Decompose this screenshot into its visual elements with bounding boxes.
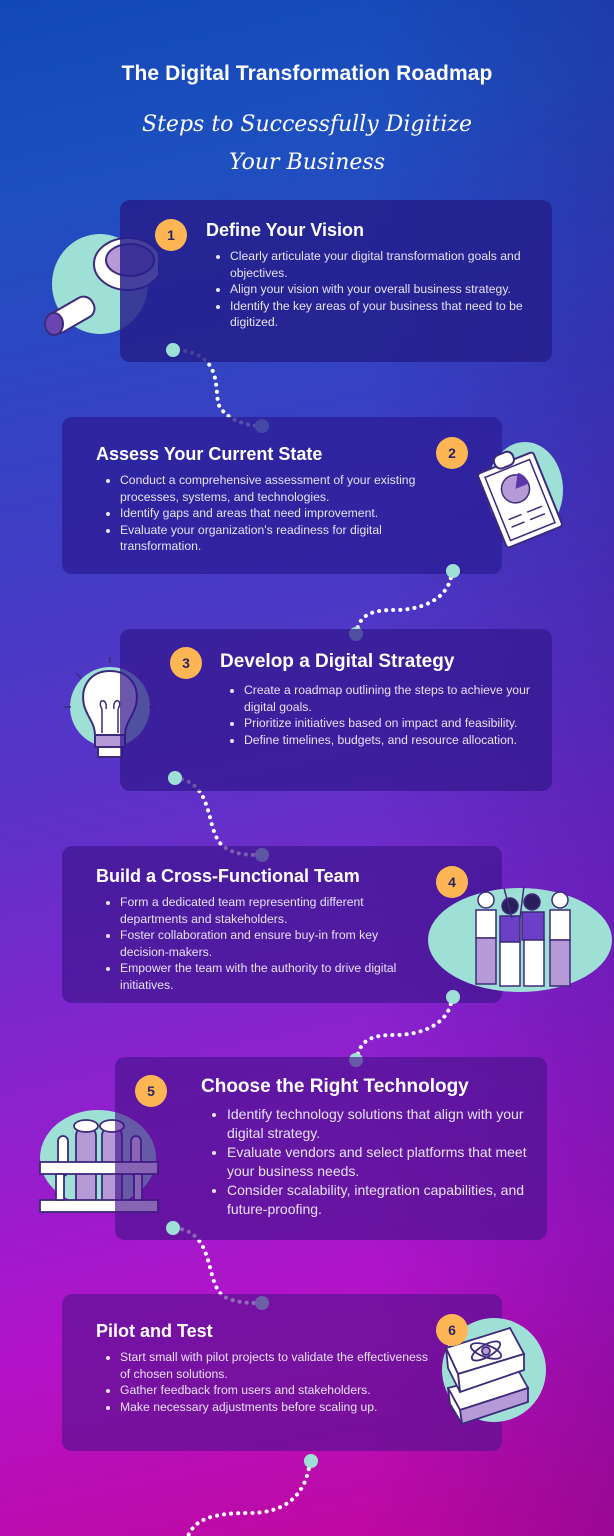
- step-bullets: Identify technology solutions that align…: [211, 1105, 527, 1219]
- bullet-item: Create a roadmap outlining the steps to …: [244, 682, 534, 715]
- step-badge-4: 4: [436, 866, 468, 898]
- connector-dot: [446, 990, 460, 1004]
- connector-dot: [446, 564, 460, 578]
- team-high-five-icon: [420, 878, 614, 998]
- bullet-item: Clearly articulate your digital transfor…: [230, 248, 530, 281]
- bullet-item: Make necessary adjustments before scalin…: [120, 1399, 430, 1416]
- step-title: Develop a Digital Strategy: [220, 651, 455, 672]
- step-badge-1: 1: [155, 219, 187, 251]
- bullet-item: Evaluate vendors and select platforms th…: [227, 1143, 527, 1181]
- subtitle-line-2: Your Business: [229, 150, 385, 175]
- subtitle-line-1: Steps to Successfully Digitize: [142, 112, 472, 137]
- bullet-item: Consider scalability, integration capabi…: [227, 1181, 527, 1219]
- page-title: The Digital Transformation Roadmap: [121, 62, 493, 85]
- step-card-4: Build a Cross-Functional Team Form a ded…: [62, 846, 502, 1003]
- science-books-icon: [428, 1318, 548, 1428]
- bullet-item: Form a dedicated team representing diffe…: [120, 894, 420, 927]
- step-bullets: Form a dedicated team representing diffe…: [104, 894, 420, 993]
- step-bullets: Start small with pilot projects to valid…: [104, 1349, 430, 1415]
- bullet-item: Conduct a comprehensive assessment of yo…: [120, 472, 450, 505]
- clipboard-pie-chart-icon: [470, 440, 570, 550]
- connector-dot: [166, 1221, 180, 1235]
- step-card-1: Define Your Vision Clearly articulate yo…: [120, 200, 552, 362]
- step-bullets: Create a roadmap outlining the steps to …: [228, 682, 534, 748]
- bullet-item: Prioritize initiatives based on impact a…: [244, 715, 534, 732]
- bullet-item: Empower the team with the authority to d…: [120, 960, 420, 993]
- step-title: Choose the Right Technology: [201, 1076, 469, 1097]
- bullet-item: Evaluate your organization's readiness f…: [120, 522, 450, 555]
- step-badge-5: 5: [135, 1075, 167, 1107]
- bullet-item: Identify technology solutions that align…: [227, 1105, 527, 1143]
- step-bullets: Clearly articulate your digital transfor…: [214, 248, 530, 331]
- bullet-item: Define timelines, budgets, and resource …: [244, 732, 534, 749]
- step-badge-2: 2: [436, 437, 468, 469]
- bullet-item: Foster collaboration and ensure buy-in f…: [120, 927, 420, 960]
- step-card-6: Pilot and Test Start small with pilot pr…: [62, 1294, 502, 1451]
- page-subtitle: Steps to Successfully Digitize Your Busi…: [0, 106, 614, 182]
- bullet-item: Identify gaps and areas that need improv…: [120, 505, 450, 522]
- connector-dot: [168, 771, 182, 785]
- step-title: Build a Cross-Functional Team: [96, 866, 360, 886]
- bullet-item: Start small with pilot projects to valid…: [120, 1349, 430, 1382]
- step-title: Assess Your Current State: [96, 444, 323, 464]
- step-badge-3: 3: [170, 647, 202, 679]
- connector-dot: [166, 343, 180, 357]
- step-card-2: Assess Your Current State Conduct a comp…: [62, 417, 502, 574]
- step-bullets: Conduct a comprehensive assessment of yo…: [104, 472, 450, 555]
- bullet-item: Gather feedback from users and stakehold…: [120, 1382, 430, 1399]
- step-badge-6: 6: [436, 1314, 468, 1346]
- bullet-item: Align your vision with your overall busi…: [230, 281, 530, 298]
- step-title: Pilot and Test: [96, 1321, 213, 1341]
- connector-dot: [304, 1454, 318, 1468]
- step-title: Define Your Vision: [206, 220, 365, 240]
- bullet-item: Identify the key areas of your business …: [230, 298, 530, 331]
- step-card-5: Choose the Right Technology Identify tec…: [115, 1057, 547, 1240]
